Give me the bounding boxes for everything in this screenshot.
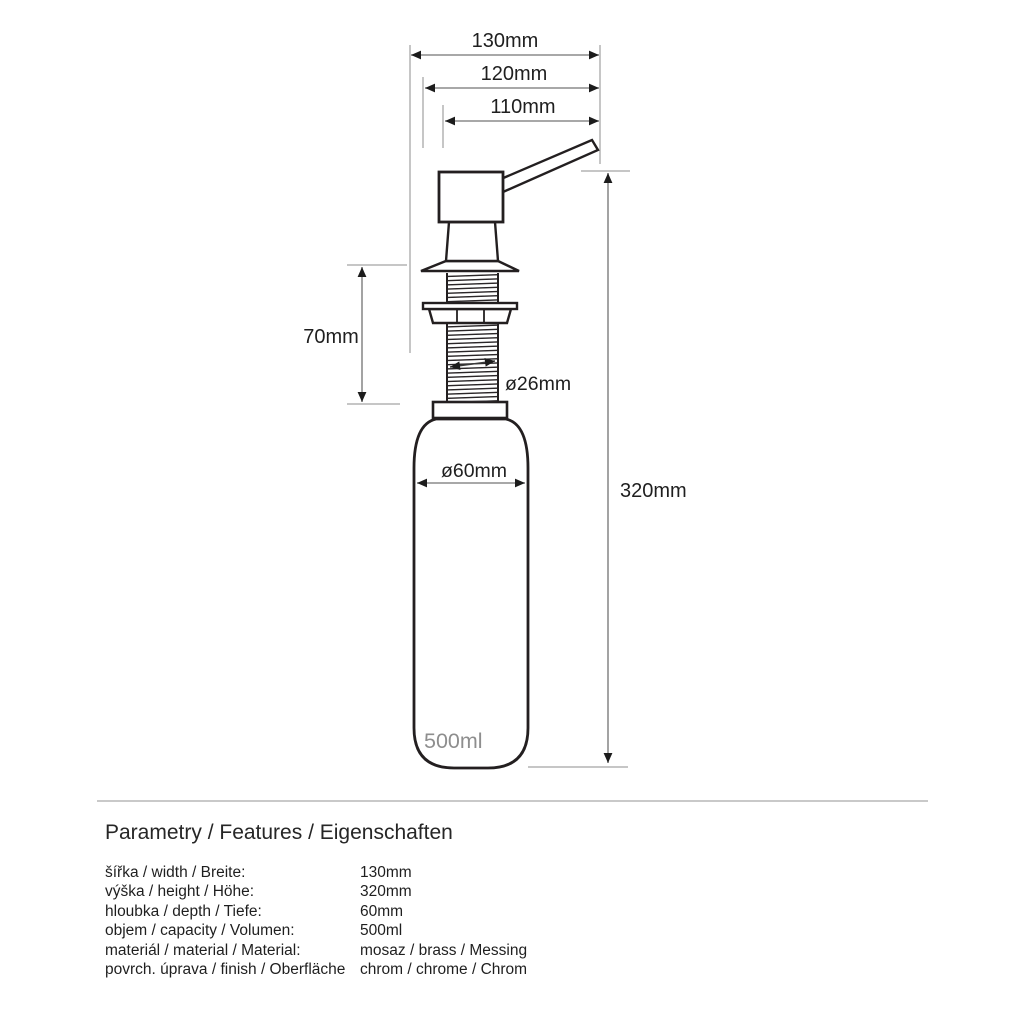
dispenser-drawing: [412, 138, 600, 770]
dim-label-width-mid: 120mm: [481, 63, 548, 85]
dim-label-thread-diameter: ø26mm: [505, 373, 571, 395]
extension-lines: [347, 45, 630, 768]
row-value: chrom / chrome / Chrom: [360, 961, 528, 979]
flange: [420, 259, 520, 273]
washer: [421, 301, 519, 311]
row-value: 500ml: [360, 922, 403, 940]
table-row: šířka / width / Breite: 130mm: [105, 863, 928, 882]
parameters-rows: šířka / width / Breite: 130mm výška / he…: [105, 863, 928, 979]
pump-neck: [444, 220, 500, 263]
row-value: 130mm: [360, 864, 412, 881]
table-row: objem / capacity / Volumen: 500ml: [105, 921, 928, 940]
capacity-label: 500ml: [424, 729, 483, 753]
row-label: šířka / width / Breite:: [105, 864, 246, 881]
table-row: výška / height / Höhe: 320mm: [105, 882, 928, 901]
table-row: materiál / material / Material: mosaz / …: [105, 941, 928, 960]
pump-head: [437, 170, 505, 224]
thread-lower: [446, 323, 499, 402]
dim-label-width-inner: 110mm: [490, 96, 555, 118]
spout: [499, 138, 600, 194]
hex-nut: [427, 307, 513, 325]
table-row: povrch. úprava / finish / Oberfläche chr…: [105, 960, 928, 979]
row-value: 60mm: [360, 902, 404, 920]
row-label: povrch. úprava / finish / Oberfläche: [105, 961, 346, 979]
row-value: 320mm: [360, 883, 412, 901]
dim-label-bottle-diameter: ø60mm: [441, 460, 507, 482]
bottle-collar: [431, 400, 509, 420]
thread-upper: [446, 273, 499, 303]
bottle: [412, 417, 530, 770]
row-value: mosaz / brass / Messing: [360, 941, 528, 959]
row-label: materiál / material / Material:: [105, 941, 301, 959]
row-label: výška / height / Höhe:: [105, 883, 255, 901]
dim-label-total-height: 320mm: [620, 480, 687, 502]
parameters-section: Parametry / Features / Eigenschaften šíř…: [97, 800, 928, 979]
row-label: objem / capacity / Volumen:: [105, 922, 295, 940]
parameters-heading: Parametry / Features / Eigenschaften: [105, 821, 453, 844]
dim-label-width-overall: 130mm: [472, 30, 539, 52]
table-row: hloubka / depth / Tiefe: 60mm: [105, 902, 928, 921]
dim-label-thread-length: 70mm: [303, 326, 359, 348]
width-dimension-lines: [411, 50, 599, 126]
row-label: hloubka / depth / Tiefe:: [105, 902, 262, 920]
dim-line-26mm: [449, 357, 496, 371]
section-divider: [97, 800, 928, 802]
